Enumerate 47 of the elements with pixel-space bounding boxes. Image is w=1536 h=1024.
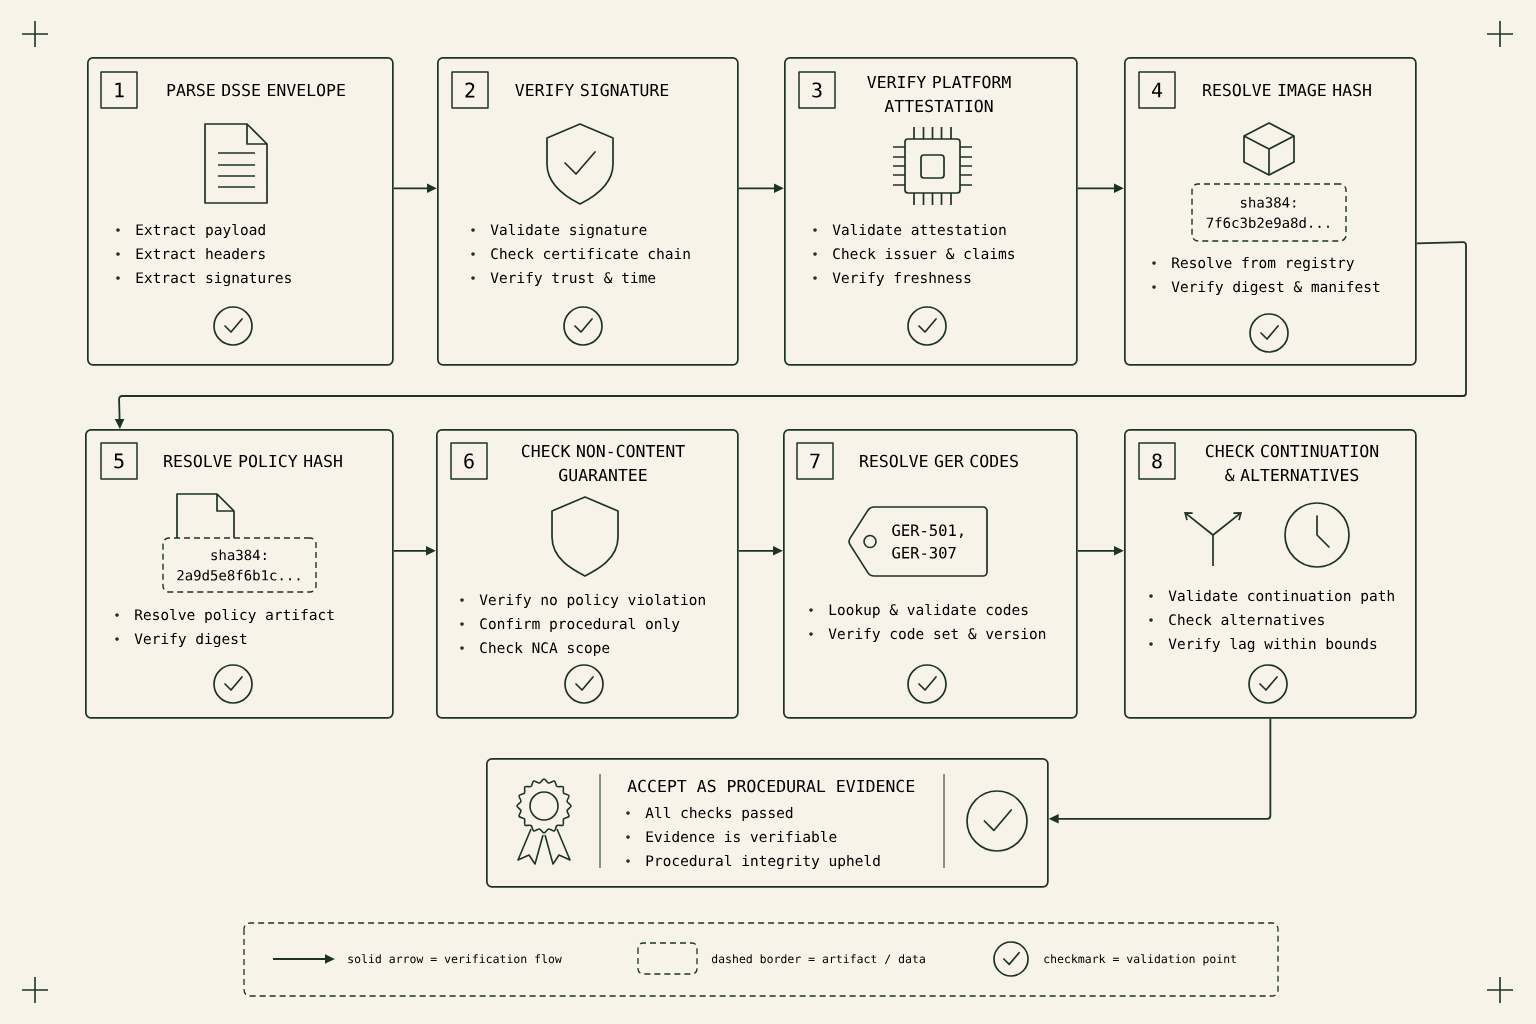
step-number: 4 <box>1138 71 1176 109</box>
step-number: 8 <box>1138 442 1176 480</box>
bullet-item: Verify digest <box>115 632 247 648</box>
bullet-item: Extract signatures <box>116 271 291 287</box>
hash-box: sha384: 2a9d5e8f6b1c... <box>162 537 317 593</box>
step-title: CHECK CONTINUATION & ALTERNATIVES <box>1205 444 1379 482</box>
bullet-item: Check alternatives <box>1149 613 1324 626</box>
bullet-item: Extract headers <box>116 247 265 260</box>
legend-label: solid arrow = verification flow <box>348 954 562 964</box>
bullet-item: Verify lag within bounds <box>1149 637 1377 653</box>
bullet-item: Validate continuation path <box>1149 589 1394 604</box>
step-title: VERIFY PLATFORM ATTESTATION <box>867 75 1011 113</box>
step-title: CHECK NON-CONTENT GUARANTEE <box>521 444 685 482</box>
step-number: 6 <box>450 442 488 480</box>
bullet-item: Procedural integrity upheld <box>626 854 880 870</box>
step-number: 5 <box>100 442 138 480</box>
step-title: RESOLVE POLICY HASH <box>164 454 342 468</box>
code-tag: GER-501, GER-307 <box>848 506 988 577</box>
step-title: RESOLVE IMAGE HASH <box>1203 83 1371 97</box>
step-number: 3 <box>798 71 836 109</box>
bullet-item: Check issuer & claims <box>813 247 1015 260</box>
legend-label: checkmark = validation point <box>1044 954 1236 966</box>
bullet-item: Extract payload <box>116 223 265 238</box>
hash-box: sha384: 7f6c3b2e9a8d... <box>1191 183 1347 242</box>
bullet-item: Verify code set & version <box>809 627 1046 642</box>
bullet-item: Verify trust & time <box>471 271 656 286</box>
bullet-item: Confirm procedural only <box>460 617 680 632</box>
legend-label: dashed border = artifact / data <box>711 954 925 965</box>
bullet-item: Check certificate chain <box>471 247 690 260</box>
step-number: 7 <box>796 442 834 480</box>
bullet-item: Verify no policy violation <box>460 593 705 608</box>
bullet-item: Resolve policy artifact <box>115 608 334 623</box>
bullet-item: Validate signature <box>471 223 647 239</box>
step-title: PARSE DSSE ENVELOPE <box>167 83 345 97</box>
step-title: VERIFY SIGNATURE <box>515 83 669 97</box>
bullet-item: Check NCA scope <box>460 641 610 656</box>
bullet-item: Resolve from registry <box>1152 256 1354 272</box>
bullet-item: Lookup & validate codes <box>809 603 1028 618</box>
bullet-item: Verify freshness <box>813 271 971 286</box>
bullet-item: All checks passed <box>626 806 793 821</box>
step-number: 1 <box>100 71 138 109</box>
bullet-item: Verify digest & manifest <box>1152 280 1380 296</box>
bullet-item: Evidence is verifiable <box>626 830 837 843</box>
step-number: 2 <box>451 71 489 109</box>
bullet-item: Validate attestation <box>813 223 1006 236</box>
step-title: RESOLVE GER CODES <box>860 454 1018 468</box>
result-title: ACCEPT AS PROCEDURAL EVIDENCE <box>627 779 915 793</box>
